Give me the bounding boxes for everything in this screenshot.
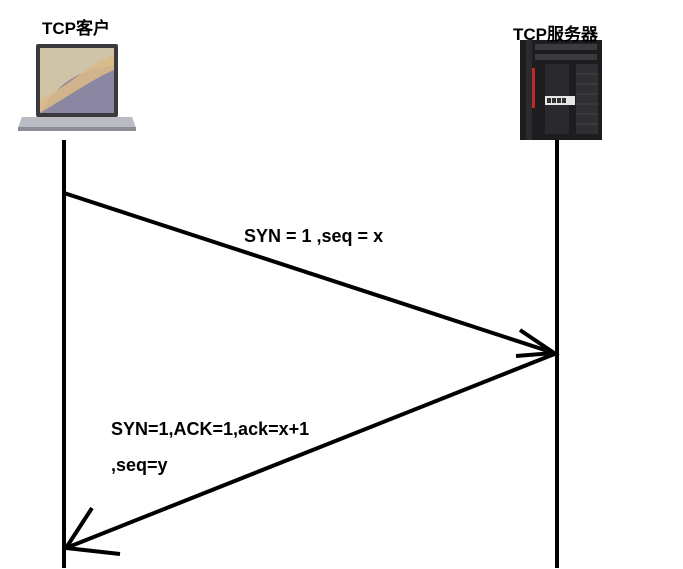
syn-arrow — [63, 191, 560, 358]
syn-ack-message-label-line2: ,seq=y — [111, 455, 168, 475]
syn-message-label: SYN = 1 ,seq = x — [244, 226, 384, 246]
server-title: TCP服务器 — [513, 25, 598, 44]
tower-server-icon — [520, 40, 602, 140]
laptop-icon — [18, 44, 136, 131]
syn-ack-arrow — [62, 351, 558, 556]
syn-ack-message-label-line1: SYN=1,ACK=1,ack=x+1 — [111, 419, 310, 439]
client-title: TCP客户 — [42, 19, 110, 38]
